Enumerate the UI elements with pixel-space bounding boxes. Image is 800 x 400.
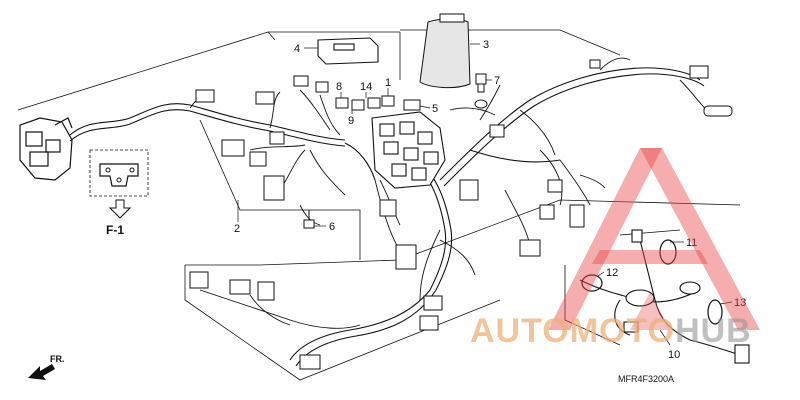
control-module [317,37,379,65]
connector [255,91,275,105]
callout-4: 4 [294,43,300,55]
connector [547,179,563,193]
connector [459,179,479,201]
connector [293,75,309,87]
detail-inset-frame [564,229,681,346]
connector [703,105,733,117]
callout-8: 8 [336,81,342,93]
bracket-reference-box [89,149,149,197]
clip-part [303,210,315,229]
reference-arrow-icon [108,199,132,219]
connector-group [189,59,733,370]
cable-bands [581,239,723,325]
connector [195,89,215,103]
watermark-logo-icon [548,148,760,330]
diagram-code: MFR4F3200A [618,374,674,384]
callout-10: 10 [668,349,680,361]
connector [689,65,709,79]
callout-12: 12 [606,267,618,279]
connector [519,239,541,257]
connector [423,295,443,311]
connector [189,271,209,289]
connector [315,81,329,93]
main-harness-trunk [69,67,705,367]
callout-14: 14 [360,81,372,93]
callout-11: 11 [686,237,697,249]
connector [379,199,397,217]
connector [539,204,555,220]
switch-housing [19,117,73,181]
callout-9: 9 [348,115,354,127]
callout-3: 3 [483,39,489,51]
callout-13: 13 [734,297,746,309]
callout-7: 7 [494,75,500,87]
insulator-sheet [419,13,471,89]
front-direction-label: FR. [50,354,65,364]
sub-harness [579,229,750,364]
connector [589,59,601,69]
callout-1: 1 [385,77,391,89]
connector [229,279,251,295]
connector [221,139,245,157]
bolt-part [474,73,488,109]
connector [249,151,267,167]
leader-lines [237,43,733,346]
connector [395,244,417,270]
connector [419,315,439,331]
callout-6: 6 [329,221,335,233]
callout-2: 2 [234,223,240,235]
junction-block [371,111,446,189]
connector [569,204,585,228]
relay-parts [335,95,421,111]
connector [257,281,275,301]
connector [299,354,321,370]
reference-label: F-1 [106,223,124,237]
front-direction-arrow-icon [28,364,55,380]
connector [489,124,505,138]
connector [263,175,285,201]
callout-5: 5 [432,103,438,115]
connector [269,131,285,145]
